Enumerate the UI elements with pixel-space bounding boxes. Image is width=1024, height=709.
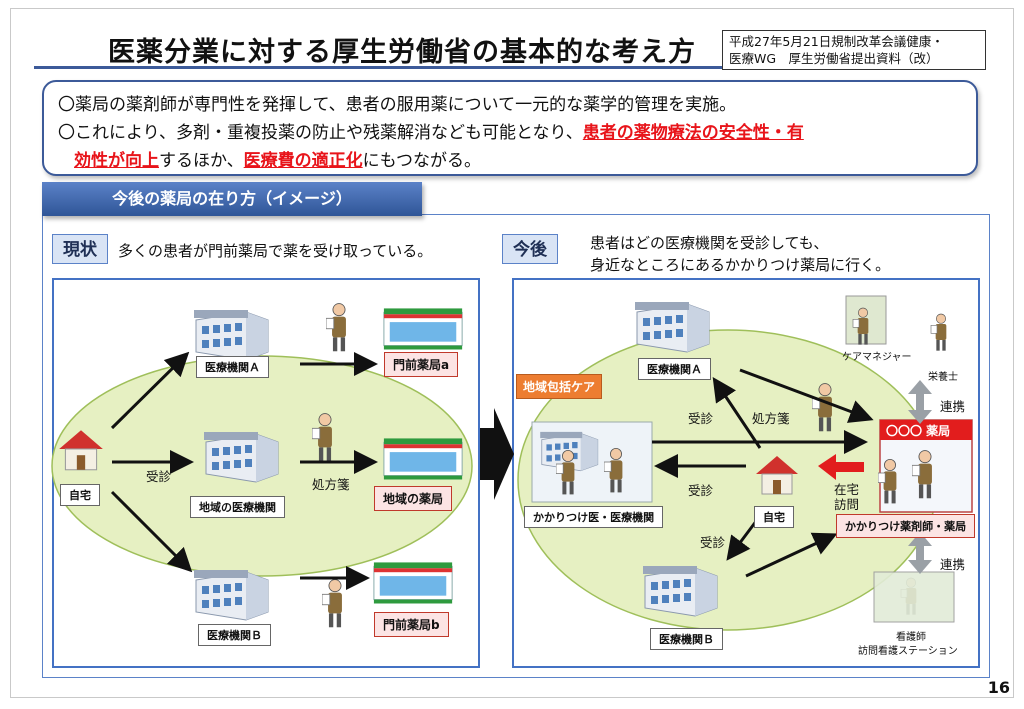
future-tag: 今後 (502, 234, 558, 264)
clinic-a-label-future: 医療機関Ａ (638, 358, 711, 380)
home-visit-label: 在宅 訪問 (834, 482, 860, 512)
community-care-label: 地域包括ケア (516, 374, 603, 399)
consult-label-current: 受診 (146, 469, 172, 484)
prescription-label-future: 処方箋 (752, 411, 790, 426)
current-tag: 現状 (52, 234, 108, 264)
summary-line-1: 〇薬局の薬剤師が専門性を発揮して、患者の服用薬について一元的な薬学的管理を実施。 (58, 95, 737, 115)
future-panel (512, 278, 980, 668)
source-note: 平成27年5月21日規制改革会議健康・ 医療WG 厚生労働省提出資料（改） (722, 30, 986, 70)
page-number: 16 (987, 678, 1010, 697)
clinic-b-label-future: 医療機関Ｂ (650, 628, 723, 650)
nurse-label: 看護師 (896, 632, 926, 643)
summary-highlight-efficacy: 効性が向上 (74, 151, 159, 171)
section-header: 今後の薬局の在り方（イメージ） (42, 182, 422, 216)
future-description-2: 身近なところにあるかかりつけ薬局に行く。 (590, 256, 891, 274)
home-label-current: 自宅 (60, 484, 100, 506)
coordination-label-2: 連携 (940, 557, 966, 572)
section-frame (42, 214, 990, 678)
local-pharmacy-label: 地域の薬局 (374, 486, 453, 511)
care-manager-label: ケアマネジャー (842, 352, 912, 363)
summary-line-2-text: 〇これにより、多剤・重複投薬の防止や残薬解消なども可能となり、 (58, 123, 583, 143)
summary-line-2: 〇これにより、多剤・重複投薬の防止や残薬解消なども可能となり、患者の薬物療法の安… (58, 118, 804, 143)
coordination-label-1: 連携 (940, 399, 966, 414)
clinic-a-label-current: 医療機関Ａ (196, 356, 269, 378)
summary-highlight-safety: 患者の薬物療法の安全性・有 (582, 123, 804, 143)
summary-line-3-text: するほか、 (159, 151, 244, 171)
page-title: 医薬分業に対する厚生労働省の基本的な考え方 (108, 37, 696, 68)
summary-line-3-end: にもつながる。 (362, 151, 481, 171)
nursing-station-label: 訪問看護ステーション (858, 646, 958, 657)
consult-label-1: 受診 (688, 411, 714, 426)
summary-line-3: 効性が向上するほか、医療費の適正化にもつながる。 (74, 146, 481, 171)
summary-highlight-cost: 医療費の適正化 (243, 151, 363, 171)
local-clinic-label: 地域の医療機関 (190, 496, 285, 518)
gate-pharmacy-a-label: 門前薬局a (384, 352, 459, 377)
family-doctor-label: かかりつけ医・医療機関 (524, 506, 664, 528)
current-description: 多くの患者が門前薬局で薬を受け取っている。 (118, 242, 433, 260)
source-line-1: 平成27年5月21日規制改革会議健康・ (729, 34, 944, 49)
clinic-b-label-current: 医療機関Ｂ (198, 624, 271, 646)
prescription-label-current: 処方箋 (312, 477, 350, 492)
page-border (10, 8, 1014, 698)
dietitian-label: 栄養士 (928, 372, 958, 383)
home-label-future: 自宅 (754, 506, 794, 528)
consult-label-3: 受診 (700, 535, 726, 550)
consult-label-2: 受診 (688, 483, 714, 498)
gate-pharmacy-b-label: 門前薬局b (374, 612, 449, 637)
source-line-2: 医療WG 厚生労働省提出資料（改） (729, 51, 939, 66)
title-underline (34, 66, 722, 69)
family-pharmacist-label: かかりつけ薬剤師・薬局 (836, 514, 976, 538)
summary-box: 〇薬局の薬剤師が専門性を発揮して、患者の服用薬について一元的な薬学的管理を実施。… (42, 80, 978, 176)
future-description-1: 患者はどの医療機関を受診しても、 (590, 234, 829, 252)
pharmacy-sign: 〇〇〇 薬局 (886, 424, 951, 438)
